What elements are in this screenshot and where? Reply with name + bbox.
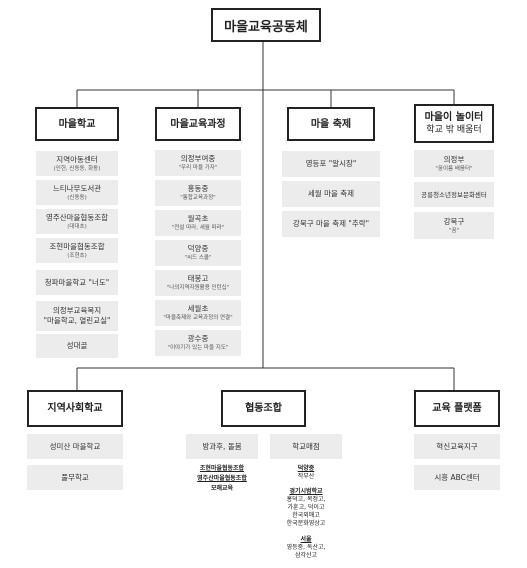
- list-item: 영주산마을협동조합(대대초): [36, 209, 118, 234]
- playground-heading: 마을이 놀이터 학교 밖 배움터: [414, 104, 494, 143]
- education-platform-heading: 교육 플랫폼: [414, 390, 500, 427]
- coop-right-title: 덕양중: [297, 465, 315, 472]
- list-item: 공릉청소년정보문화센터: [414, 182, 494, 207]
- coop-right-title: 경기시범학교: [289, 488, 323, 495]
- coop-left-text: 조현마을협동조합: [199, 465, 245, 472]
- list-item: 지역아동센터(인헌, 신동동, 화동): [36, 151, 118, 176]
- coop-right-body: 영등중, 독산고,: [286, 544, 326, 551]
- list-item: 월곡초"전설 따라, 세월 따라": [155, 210, 241, 236]
- list-item: 의정부"꿈이룸 배움터": [414, 150, 494, 177]
- list-item: 성대골: [36, 334, 118, 358]
- list-item: 시흥 ABC센터: [414, 465, 500, 490]
- coop-right-body: 작부산: [297, 473, 315, 480]
- list-item: 태봉고"나의지역자원활용 인턴십": [155, 270, 241, 296]
- list-item: 의정부여중"우리 마을 가자": [155, 150, 241, 176]
- page-title: 마을교육공동체: [211, 8, 321, 42]
- coop-right-body: 홍덕고, 복정고,: [286, 496, 326, 503]
- list-item: 세월초"마을축제와 교육과정의 연결": [155, 300, 241, 326]
- village-school-heading: 마을학교: [35, 107, 119, 141]
- list-item: 홍동중"통합교육과정": [155, 180, 241, 206]
- page-title-text: 마을교육공동체: [224, 19, 308, 35]
- list-item: 성미산 마을학교: [27, 434, 123, 459]
- list-item: 풀무학교: [27, 465, 123, 490]
- list-item: 영등포 "알시장": [282, 151, 380, 177]
- list-item: 혁신교육지구: [414, 434, 500, 459]
- coop-right-body: 삼각산고: [294, 552, 318, 559]
- coop-right-title: 서울: [300, 536, 312, 543]
- coop-left-text: 영주산마을협동조합: [197, 475, 247, 482]
- list-item: 덕양중"씨드 스쿨": [155, 240, 241, 266]
- coop-right-body: 한국외매고: [292, 512, 320, 519]
- community-school-heading: 지역사회학교: [27, 390, 123, 427]
- list-item: 학교매점: [270, 434, 342, 459]
- list-item: 조현마을협동조합(조현초): [36, 238, 118, 263]
- list-item: 느티나무도서관(신동동): [36, 180, 118, 205]
- cooperative-heading: 협동조합: [221, 390, 306, 427]
- list-item: 강북구"꿈": [414, 212, 494, 239]
- list-item: 강북구 마을 축제 "추락": [282, 211, 380, 237]
- list-item: 광수중"이야기가 있는 마을 지도": [155, 330, 241, 356]
- list-item: 의정부교육복지"마을학교, 열린교실": [36, 301, 118, 331]
- list-item: 방과후, 돌봄: [186, 434, 258, 459]
- coop-left-text: 모해교육: [210, 485, 234, 492]
- village-curriculum-heading: 마을교육과정: [155, 107, 241, 141]
- coop-right-body: 가훈고, 덕이고: [287, 504, 325, 511]
- list-item: 세월 마을 축제: [282, 181, 380, 207]
- village-festival-heading: 마을 축제: [287, 107, 375, 141]
- list-item: 청파마을학교 "너도": [36, 270, 118, 295]
- coop-right-body: 한국문화영상고: [286, 520, 326, 527]
